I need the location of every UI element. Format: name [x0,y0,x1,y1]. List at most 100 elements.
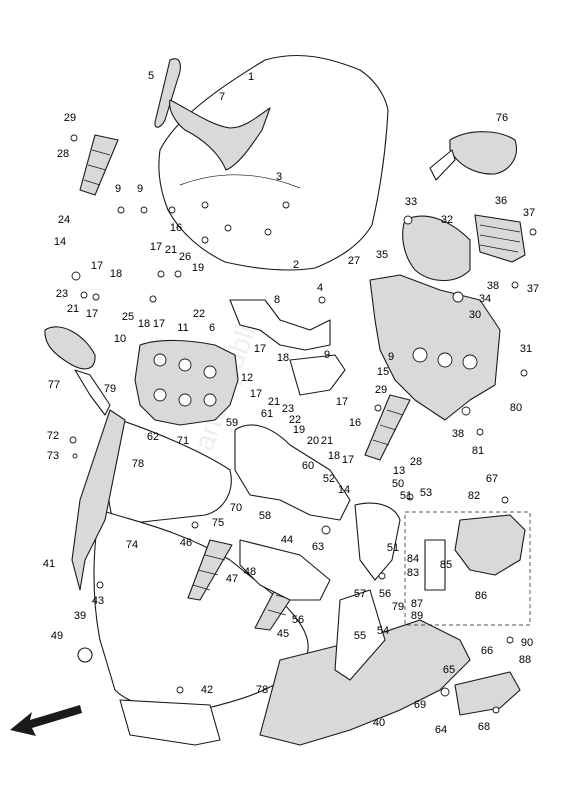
callout-77: 77 [48,379,60,391]
callout-20: 20 [307,435,319,447]
callout-71: 71 [177,435,189,447]
callout-19: 19 [192,262,204,274]
callout-88: 88 [519,654,531,666]
callout-54: 54 [377,625,389,637]
callout-52: 52 [323,473,335,485]
front-direction-arrow-icon [10,705,82,736]
callout-55: 55 [354,630,366,642]
callout-51: 51 [400,490,412,502]
callout-44: 44 [281,534,293,546]
callout-29: 29 [64,112,76,124]
panel-strip-right [364,394,411,461]
callout-28: 28 [410,456,422,468]
callout-17: 17 [86,308,98,320]
callout-38: 38 [452,428,464,440]
inner-cover [234,424,351,521]
callout-50: 50 [392,478,404,490]
callout-53: 53 [420,487,432,499]
callout-35: 35 [376,249,388,261]
callout-47: 47 [226,573,238,585]
callout-76: 76 [496,112,508,124]
callout-17: 17 [336,396,348,408]
callout-57: 57 [354,588,366,600]
callout-9: 9 [324,349,330,361]
callout-16: 16 [170,222,182,234]
callout-15: 15 [377,366,389,378]
right-mirror [429,131,517,181]
callout-75: 75 [212,517,224,529]
callout-60: 60 [302,460,314,472]
callout-17: 17 [254,343,266,355]
callout-41: 41 [43,558,55,570]
callout-81: 81 [472,445,484,457]
callout-18: 18 [138,318,150,330]
callout-89: 89 [411,610,423,622]
callout-3: 3 [276,171,282,183]
callout-49: 49 [51,630,63,642]
callout-5: 5 [148,70,154,82]
callout-78: 78 [256,684,268,696]
callout-6: 6 [209,322,215,334]
lower-bracket [454,671,521,716]
callout-37: 37 [527,283,539,295]
callout-62: 62 [147,431,159,443]
callout-21: 21 [268,396,280,408]
callout-70: 70 [230,502,242,514]
callout-9: 9 [115,183,121,195]
callout-66: 66 [481,645,493,657]
inner-panel-lower [239,539,331,601]
callout-61: 61 [261,408,273,420]
callout-22: 22 [193,308,205,320]
callout-51: 51 [387,542,399,554]
callout-32: 32 [441,214,453,226]
callout-17: 17 [153,318,165,330]
callout-23: 23 [56,288,68,300]
callout-73: 73 [47,450,59,462]
callout-87: 87 [411,598,423,610]
callout-10: 10 [114,333,126,345]
callout-26: 26 [179,251,191,263]
callout-29: 29 [375,384,387,396]
callout-18: 18 [328,450,340,462]
callout-8: 8 [274,294,280,306]
callout-39: 39 [74,610,86,622]
callout-25: 25 [122,311,134,323]
callout-82: 82 [468,490,480,502]
callout-37: 37 [523,207,535,219]
callout-78: 78 [132,458,144,470]
visor [154,58,271,171]
callout-58: 58 [259,510,271,522]
callout-45: 45 [277,628,289,640]
callout-56: 56 [292,614,304,626]
callout-38: 38 [487,280,499,292]
callout-46: 46 [180,537,192,549]
callout-56: 56 [379,588,391,600]
callout-40: 40 [373,717,385,729]
callout-79: 79 [104,383,116,395]
callout-28: 28 [57,148,69,160]
callout-14: 14 [338,484,350,496]
callout-31: 31 [520,343,532,355]
duct-upper-right [402,215,471,282]
callout-17: 17 [342,454,354,466]
callout-13: 13 [393,465,405,477]
callout-68: 68 [478,721,490,733]
callout-90: 90 [521,637,533,649]
electrical-box [404,511,531,626]
callout-21: 21 [321,435,333,447]
windshield [158,54,389,271]
callout-27: 27 [348,255,360,267]
callout-23: 23 [282,403,294,415]
callout-72: 72 [47,430,59,442]
callout-85: 85 [440,559,452,571]
callout-11: 11 [177,322,188,334]
callout-63: 63 [312,541,324,553]
callout-83: 83 [407,567,419,579]
callout-79: 79 [392,601,404,613]
callout-17: 17 [250,388,262,400]
callout-9: 9 [388,351,394,363]
under-cowling [259,589,471,746]
callout-17: 17 [150,241,162,253]
